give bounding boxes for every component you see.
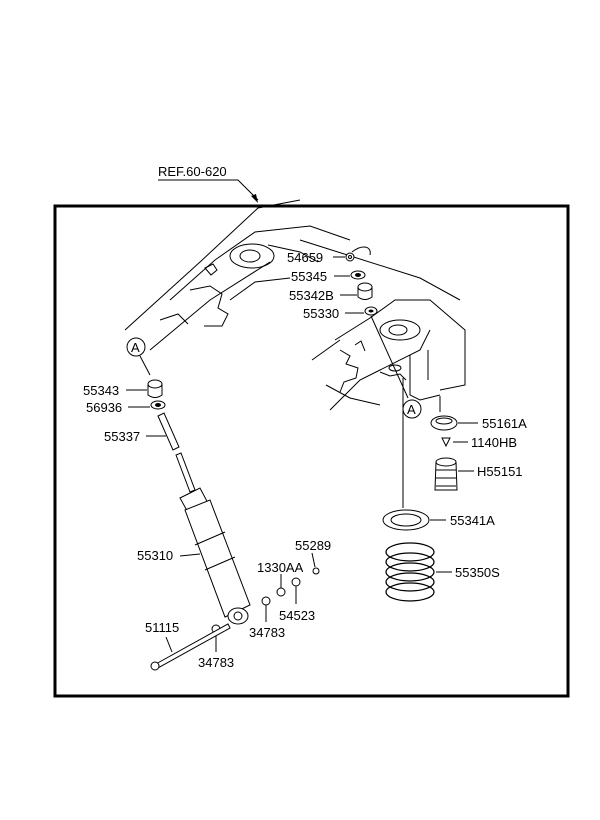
part-56936-washer <box>128 400 166 410</box>
label-55343: 55343 <box>83 383 119 398</box>
label-51115: 51115 <box>145 620 179 635</box>
part-55345-washer <box>334 270 366 280</box>
label-54659: 54659 <box>287 250 323 265</box>
upper-mount-parts <box>333 252 409 399</box>
lower-hardware <box>150 552 320 671</box>
reference-callout: REF.60-620 <box>158 164 259 203</box>
label-55345: 55345 <box>291 269 327 284</box>
part-54659-nut <box>333 252 355 262</box>
label-55342B: 55342B <box>289 288 334 303</box>
part-labels: 54659 55345 55342B 55330 55343 56936 553… <box>83 250 527 670</box>
part-55161A-seat <box>430 396 478 431</box>
part-55330-washer <box>345 306 378 316</box>
label-1140HB: 1140HB <box>471 435 517 450</box>
callout-a-right-label: A <box>407 402 416 417</box>
body-panel-sketch <box>124 199 466 411</box>
label-55161A: 55161A <box>482 416 527 431</box>
callout-a-left-label: A <box>131 340 140 355</box>
part-55342B-bushing <box>340 282 373 300</box>
label-55330: 55330 <box>303 306 339 321</box>
part-55310-shock <box>175 452 251 625</box>
label-55341A: 55341A <box>450 513 495 528</box>
label-1330AA: 1330AA <box>257 560 304 575</box>
reference-label: REF.60-620 <box>158 164 227 179</box>
part-55343-bushing <box>126 379 163 398</box>
label-55350S: 55350S <box>455 565 500 580</box>
part-55337-sleeve <box>146 412 180 451</box>
part-1140HB-clip <box>441 437 468 448</box>
label-55337: 55337 <box>104 429 140 444</box>
part-55350S-spring <box>385 542 452 602</box>
spring-assembly <box>382 378 478 602</box>
shock-absorber-assembly <box>126 379 320 671</box>
part-55341A-pad <box>382 509 446 531</box>
label-55289: 55289 <box>295 538 331 553</box>
label-34783-lower: 34783 <box>198 655 234 670</box>
label-55310: 55310 <box>137 548 173 563</box>
label-56936: 56936 <box>86 400 122 415</box>
diagram-frame <box>53 204 570 698</box>
callout-a-left: A <box>126 337 151 376</box>
label-H55151: H55151 <box>477 464 523 479</box>
label-34783-upper: 34783 <box>249 625 285 640</box>
label-54523: 54523 <box>279 608 315 623</box>
part-H55151-bumper <box>434 457 474 491</box>
callout-a-right: A <box>402 399 422 419</box>
